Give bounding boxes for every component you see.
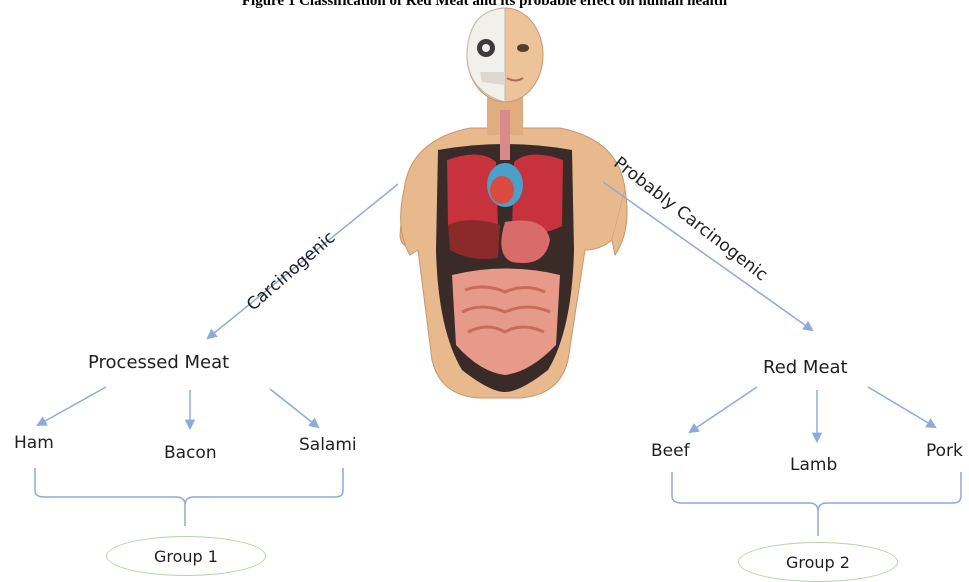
bracket-group-1 [35, 468, 343, 526]
item-lamb: Lamb [790, 455, 837, 475]
category-processed-meat: Processed Meat [88, 352, 229, 373]
arrow-pork [868, 387, 935, 427]
arrow-beef [690, 387, 757, 432]
human-anatomy-illustration [400, 8, 627, 398]
item-ham: Ham [14, 433, 54, 453]
arrow-ham [38, 387, 106, 425]
bracket-group-2 [672, 472, 961, 536]
arrow-salami [270, 389, 318, 427]
arrow-probably-carcinogenic [603, 182, 812, 330]
item-beef: Beef [651, 441, 690, 461]
item-salami: Salami [299, 435, 357, 455]
group-1-label: Group 1 [154, 547, 218, 566]
group-2-badge: Group 2 [738, 542, 898, 582]
item-bacon: Bacon [164, 443, 217, 463]
group-1-badge: Group 1 [106, 536, 266, 576]
figure-caption: Figure 1 Classification of Red Meat and … [0, 0, 969, 10]
group-2-label: Group 2 [786, 553, 850, 572]
item-pork: Pork [926, 441, 963, 461]
category-red-meat: Red Meat [763, 357, 848, 378]
